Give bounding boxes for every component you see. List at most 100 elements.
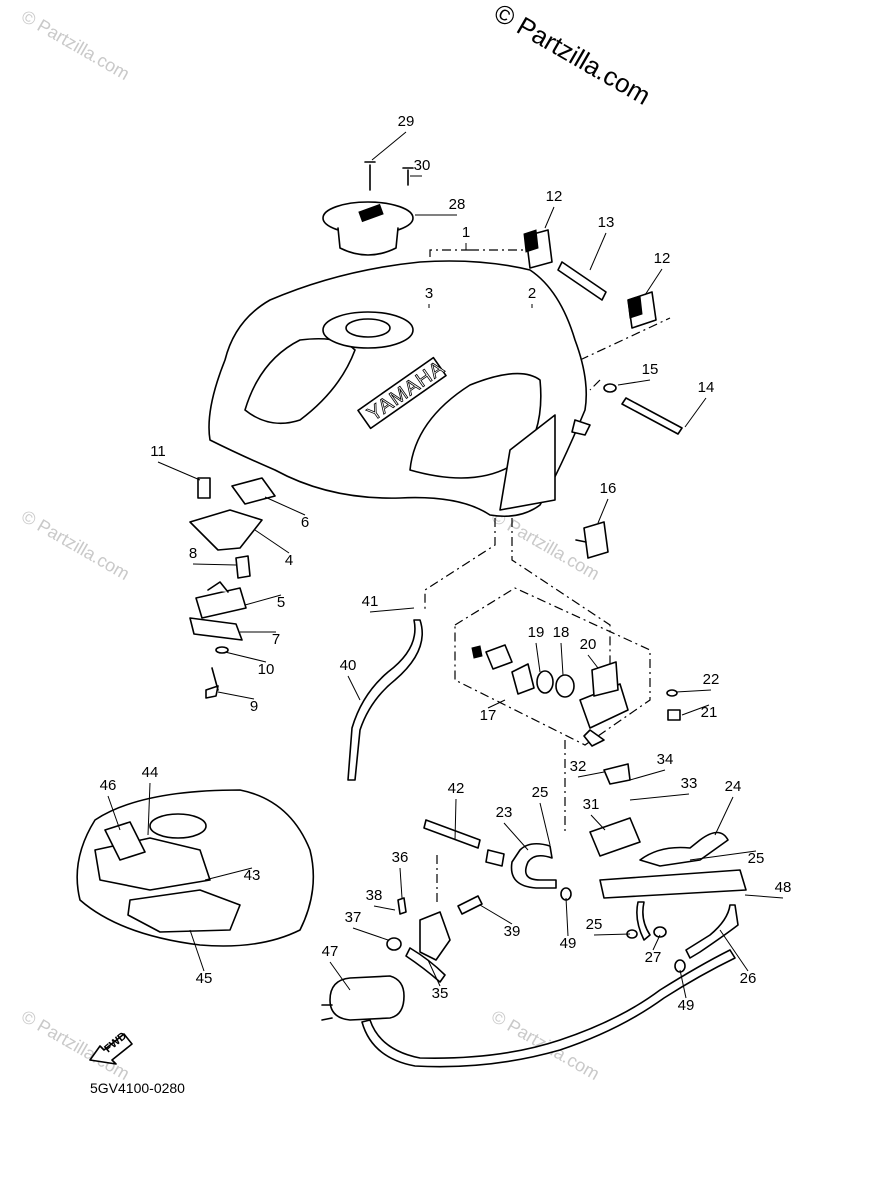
callout-label-40: 40: [340, 657, 357, 674]
callout-leader-4: [254, 529, 290, 554]
watermark-top-left: © Partzilla.com: [18, 6, 133, 84]
forward-direction-arrow: FWD: [89, 1030, 133, 1065]
fuel-cap-assembly: [322, 161, 414, 256]
callout-leader-8: [192, 563, 237, 566]
callout-label-19: 19: [528, 624, 545, 641]
callout-leader-49a: [565, 897, 569, 937]
diagram-reference-code: 5GV4100-0280: [90, 1080, 185, 1096]
callout-leader-37: [352, 927, 389, 941]
callout-leader-41: [369, 607, 415, 613]
callout-label-31: 31: [583, 796, 600, 813]
callout-leader-14: [684, 397, 707, 428]
tank-mount-parts: [523, 229, 683, 559]
callout-leader-36: [399, 867, 403, 899]
callout-label-29: 29: [398, 113, 415, 130]
callout-label-8: 8: [189, 545, 197, 562]
callout-leader-21: [681, 704, 710, 716]
callout-leader-25b: [689, 850, 757, 861]
callout-leader-34: [629, 769, 666, 781]
callout-label-39: 39: [504, 923, 521, 940]
callout-label-9: 9: [250, 698, 258, 715]
tank-side-cover: [76, 789, 315, 947]
callout-label-22: 22: [703, 671, 720, 688]
callout-label-41: 41: [362, 593, 379, 610]
callout-leader-15: [617, 379, 651, 386]
callout-leader-43: [204, 867, 253, 881]
callout-label-49a: 49: [560, 935, 577, 952]
fuel-tank: YAMAHA: [208, 260, 591, 518]
callout-label-45: 45: [196, 970, 213, 987]
callout-label-7: 7: [272, 631, 280, 648]
callout-leader-12b: [644, 268, 663, 296]
callout-leader-11: [157, 461, 201, 481]
callout-label-34: 34: [657, 751, 674, 768]
callout-label-25b: 25: [748, 850, 765, 867]
callout-label-18: 18: [553, 624, 570, 641]
callout-leader-45: [189, 929, 205, 972]
callout-label-23: 23: [496, 804, 513, 821]
callout-label-25a: 25: [532, 784, 549, 801]
callout-label-16: 16: [600, 480, 617, 497]
callout-leader-25a: [539, 802, 551, 846]
callout-label-47: 47: [322, 943, 339, 960]
callout-label-49b: 49: [678, 997, 695, 1014]
callout-leader-35: [427, 959, 441, 987]
callout-label-17: 17: [480, 707, 497, 724]
callout-leader-10: [224, 651, 267, 663]
callout-leader-38: [373, 905, 396, 911]
callout-leader-9: [217, 691, 255, 700]
callout-leader-49b: [679, 969, 687, 999]
callout-leader-40: [347, 675, 361, 701]
callout-leader-24: [714, 796, 734, 836]
callout-label-30: 30: [414, 157, 431, 174]
callout-leader-32: [577, 771, 605, 778]
breather-hose: [347, 619, 424, 781]
callout-leader-17: [487, 699, 506, 709]
callout-label-46: 46: [100, 777, 117, 794]
callout-leader-18: [560, 642, 564, 676]
callout-leader-29: [371, 131, 407, 161]
callout-label-10: 10: [258, 661, 275, 678]
callout-label-5: 5: [277, 594, 285, 611]
callout-leader-19: [535, 642, 541, 673]
callout-label-11: 11: [150, 443, 166, 460]
callout-leader-31: [590, 814, 606, 831]
callout-label-27: 27: [645, 949, 662, 966]
callout-label-21: 21: [701, 704, 718, 721]
callout-label-12b: 12: [654, 250, 671, 267]
callout-leader-16: [597, 498, 609, 524]
callout-leader-20: [587, 654, 599, 669]
callout-leader-26: [719, 929, 749, 972]
watermark-mid-left: © Partzilla.com: [18, 506, 133, 584]
callout-label-44: 44: [142, 764, 159, 781]
callout-label-6: 6: [301, 514, 309, 531]
callout-label-33: 33: [681, 775, 698, 792]
callout-leader-13: [589, 232, 607, 271]
callout-label-48: 48: [775, 879, 792, 896]
callout-label-26: 26: [740, 970, 757, 987]
callout-leader-44: [147, 782, 151, 836]
fuel-cock-assembly: [471, 644, 681, 747]
callout-label-3: 3: [425, 285, 433, 302]
callout-leader-39: [479, 904, 513, 925]
callout-leader-6: [264, 496, 306, 516]
callout-label-4: 4: [285, 552, 293, 569]
callout-leader-27: [652, 934, 661, 951]
callout-leader-33: [629, 793, 690, 801]
callout-leader-23: [503, 822, 529, 851]
callout-label-28: 28: [449, 196, 466, 213]
callout-leader-25c: [593, 933, 631, 936]
bracket-group: [189, 477, 276, 699]
fuel-pump-filter-assembly: [321, 763, 747, 1068]
callout-leader-12a: [544, 206, 555, 229]
callout-label-35: 35: [432, 985, 449, 1002]
callout-label-2: 2: [528, 285, 536, 302]
callout-leader-42: [454, 798, 457, 841]
callout-label-14: 14: [698, 379, 715, 396]
callout-leader-22: [675, 689, 712, 693]
callout-label-12a: 12: [546, 188, 563, 205]
callout-leader-46: [107, 795, 121, 831]
callout-label-38: 38: [366, 887, 383, 904]
callout-label-32: 32: [570, 758, 587, 775]
